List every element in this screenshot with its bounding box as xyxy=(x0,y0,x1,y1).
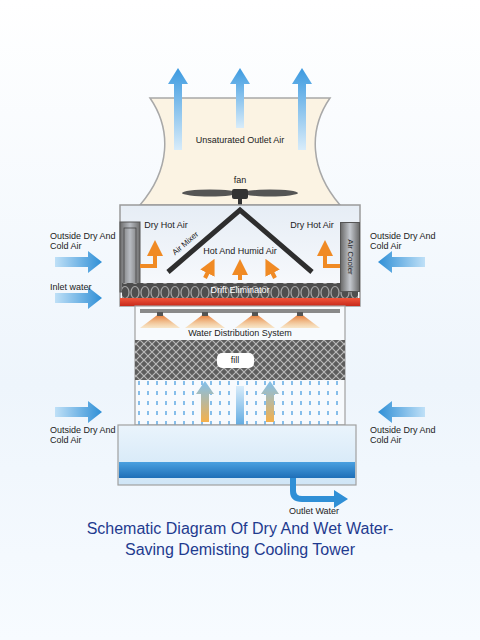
flow-label: Hot And Humid Air xyxy=(203,247,277,257)
flow-label: Dry Hot Air xyxy=(144,221,188,231)
flow-label: Unsaturated Outlet Air xyxy=(196,136,285,146)
flow-label: Outside Dry And Cold Air xyxy=(370,426,442,446)
node-text: fill xyxy=(231,355,240,365)
flow-label: fan xyxy=(234,176,247,186)
flow-label: Outlet Water xyxy=(289,507,339,517)
node-text: Air Cooler xyxy=(346,239,355,275)
flow-label: Outside Dry And Cold Air xyxy=(50,426,122,446)
diagram-title: Schematic Diagram Of Dry And Wet Water-S… xyxy=(70,519,410,561)
fill-box: fill xyxy=(217,353,254,368)
part-name: Water Distribution System xyxy=(186,329,294,339)
part-name: Drift Eliminator xyxy=(210,286,269,296)
flow-label: Outside Dry And Cold Air xyxy=(370,232,442,252)
flow-label: Outside Dry And Cold Air xyxy=(50,232,122,252)
air-cooler-panel: Air Cooler xyxy=(340,222,360,292)
flow-label: Inlet water xyxy=(50,283,130,293)
flow-label: Dry Hot Air xyxy=(290,221,334,231)
